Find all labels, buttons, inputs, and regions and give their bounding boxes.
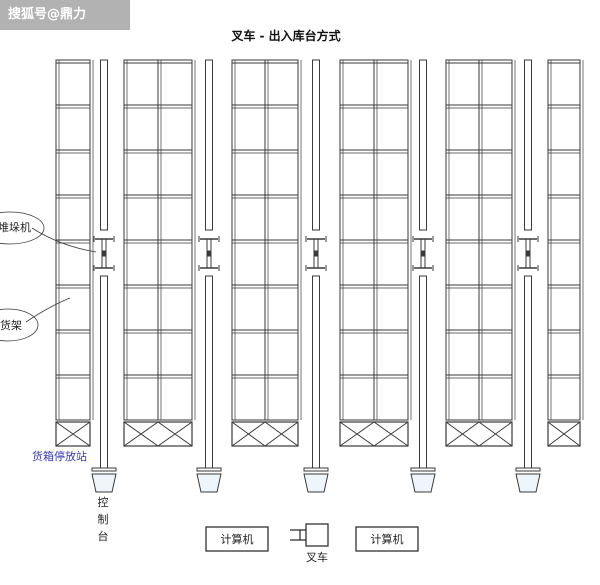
rack-base-brace bbox=[547, 421, 581, 447]
rack-base-brace bbox=[339, 421, 375, 447]
callout-rack bbox=[0, 308, 39, 342]
container-station bbox=[410, 473, 436, 493]
watermark: 搜狐号@鼎力 bbox=[0, 0, 130, 30]
stacker-carriage bbox=[313, 250, 319, 257]
rack-base-brace bbox=[157, 421, 193, 447]
label-control-1: 控 bbox=[98, 495, 109, 509]
stacker-carriage bbox=[206, 250, 212, 257]
aisle-base-plate bbox=[196, 467, 222, 472]
label-forklift: 叉车 bbox=[306, 550, 328, 564]
container-station bbox=[303, 473, 329, 493]
aisle-base-plate bbox=[91, 467, 117, 472]
leader-stacker bbox=[31, 227, 97, 253]
aisle-base-plate bbox=[410, 467, 436, 472]
label-stacker: 堆垛机 bbox=[0, 220, 31, 234]
aisle-guide-lower bbox=[312, 275, 320, 469]
rack-base-brace bbox=[231, 421, 266, 447]
stacker-carriage bbox=[525, 250, 531, 257]
rack-base-brace bbox=[264, 421, 299, 447]
rack-base-brace bbox=[123, 421, 159, 447]
rack-base-brace bbox=[478, 421, 513, 447]
aisle-guide-lower bbox=[100, 275, 108, 469]
diagram-title: 叉车 - 出入库台方式 bbox=[230, 28, 340, 43]
container-station bbox=[515, 473, 541, 493]
stacker-carriage bbox=[101, 250, 107, 257]
aisle-guide-upper bbox=[205, 59, 213, 231]
diagram-structure bbox=[0, 59, 584, 493]
callout-stacker bbox=[0, 211, 45, 245]
computer-box-left bbox=[205, 526, 269, 552]
rack-base bbox=[231, 421, 299, 447]
rack-base-brace bbox=[445, 421, 480, 447]
label-control-3: 台 bbox=[98, 529, 109, 543]
label-container-station: 货箱停放站 bbox=[32, 449, 87, 463]
aisle-base-plate bbox=[515, 467, 541, 472]
label-rack: 货架 bbox=[0, 318, 22, 332]
computer-box-right bbox=[355, 526, 419, 552]
aisle-base-plate bbox=[303, 467, 329, 472]
rack-base bbox=[339, 421, 409, 447]
leader-rack bbox=[25, 297, 71, 323]
aisle-guide-upper bbox=[312, 59, 320, 231]
aisle-guide-lower bbox=[524, 275, 532, 469]
aisle-guide-upper bbox=[100, 59, 108, 231]
label-computer-left: 计算机 bbox=[221, 532, 254, 546]
label-computer-right: 计算机 bbox=[371, 532, 404, 546]
rack-base bbox=[445, 421, 513, 447]
forklift-icon bbox=[290, 523, 329, 547]
rack-base-brace bbox=[55, 421, 91, 447]
rack-base bbox=[123, 421, 193, 447]
aisle-guide-lower bbox=[205, 275, 213, 469]
container-station bbox=[91, 473, 117, 493]
container-station bbox=[196, 473, 222, 493]
stacker-carriage bbox=[420, 250, 426, 257]
label-control-2: 制 bbox=[98, 513, 109, 526]
aisle-guide-upper bbox=[524, 59, 532, 231]
rack-base-brace bbox=[373, 421, 409, 447]
aisle-guide-lower bbox=[419, 275, 427, 469]
aisle-guide-upper bbox=[419, 59, 427, 231]
